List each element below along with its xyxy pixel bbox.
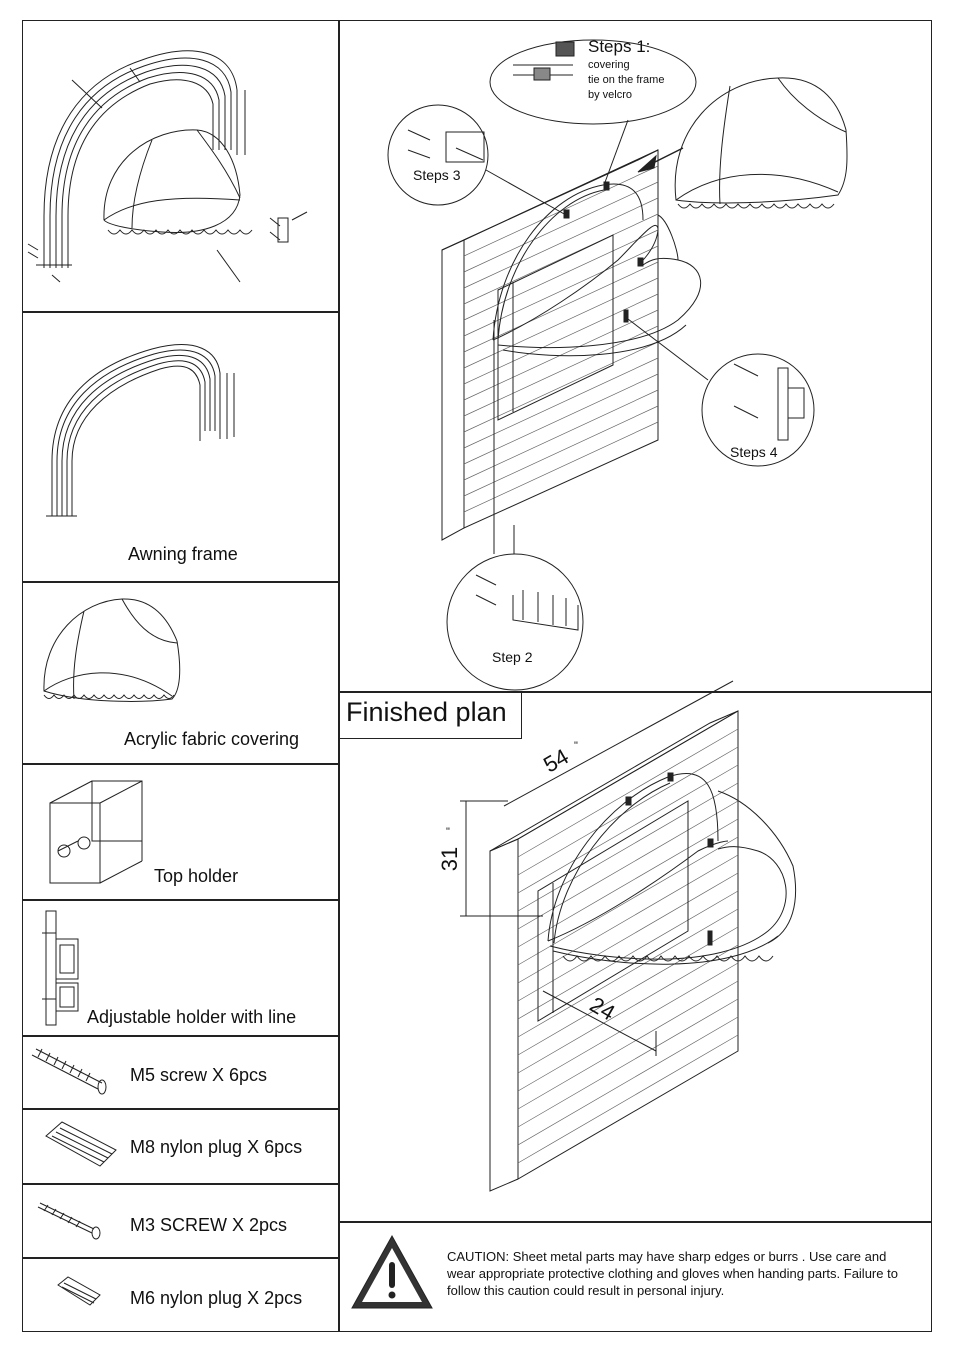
installation-steps-illustration — [338, 20, 932, 691]
divider-caution — [338, 1221, 932, 1223]
step1-line1: covering — [588, 59, 630, 71]
acrylic-covering-label: Acrylic fabric covering — [124, 729, 300, 749]
top-holder-illustration — [22, 763, 338, 899]
m8-plug-icon — [22, 1108, 122, 1183]
finished-plan-title-box — [338, 691, 522, 739]
divider-adjustable — [22, 899, 338, 901]
step3-label: Steps 3 — [413, 167, 461, 183]
top-holder-label: Top holder — [154, 866, 239, 886]
m6-plug-label: M6 nylon plug X 2pcs — [130, 1288, 303, 1308]
step4-label: Steps 4 — [730, 444, 778, 460]
divider-m6 — [22, 1257, 338, 1259]
m8-plug-label: M8 nylon plug X 6pcs — [130, 1137, 303, 1157]
step2-label: Step 2 — [492, 649, 533, 665]
m3-screw-label: M3 SCREW X 2pcs — [130, 1215, 288, 1235]
dim-height-label: 31 — [437, 846, 463, 872]
divider-m3 — [22, 1183, 338, 1185]
finished-plan-title: Finished plan — [346, 697, 507, 727]
dim-width-unit: " — [574, 740, 578, 752]
exploded-kit-illustration — [22, 20, 338, 311]
awning-frame-illustration — [22, 311, 338, 581]
m3-screw-icon — [22, 1183, 122, 1257]
column-divider — [338, 20, 340, 1332]
divider-covering — [22, 581, 338, 583]
page-frame — [22, 20, 932, 1332]
step1-line2: tie on the frame — [588, 74, 665, 86]
divider-right-mid — [338, 691, 932, 693]
divider-m8 — [22, 1108, 338, 1110]
caution-text: CAUTION: Sheet metal parts may have shar… — [447, 1249, 898, 1298]
m5-screw-label: M5 screw X 6pcs — [130, 1065, 268, 1085]
step1-title: Steps 1: — [588, 37, 651, 56]
step1-line3: by velcro — [588, 89, 633, 101]
m5-screw-icon — [22, 1035, 122, 1108]
m6-plug-icon — [22, 1257, 122, 1332]
warning-triangle-icon — [348, 1232, 436, 1312]
adjustable-holder-label: Adjustable holder with line — [87, 1007, 297, 1027]
divider-top-holder — [22, 763, 338, 765]
adjustable-holder-illustration — [22, 899, 338, 1035]
dim-height-unit: " — [446, 826, 450, 838]
awning-frame-label: Awning frame — [128, 544, 238, 564]
divider-frame — [22, 311, 338, 313]
finished-plan-illustration — [338, 691, 932, 1221]
acrylic-covering-illustration — [22, 581, 338, 763]
divider-m5 — [22, 1035, 338, 1037]
